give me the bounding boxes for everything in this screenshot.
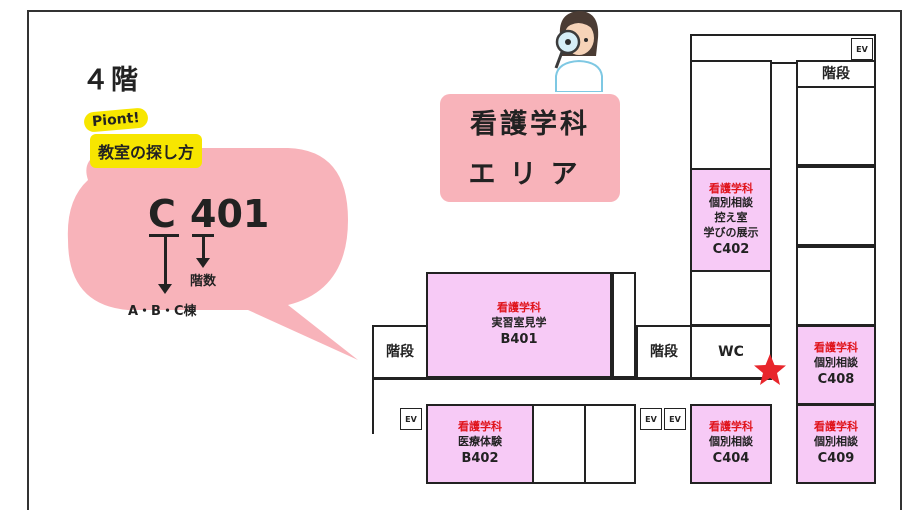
right-room-3 — [796, 246, 876, 326]
room-c408-line1: 個別相談 — [814, 356, 858, 370]
room-c404: 看護学科 個別相談 C404 — [690, 404, 772, 484]
room-c408-dept: 看護学科 — [814, 341, 858, 355]
room-b402-line1: 医療体験 — [458, 435, 502, 449]
room-c408-code: C408 — [817, 372, 855, 388]
lower-room-2 — [584, 404, 636, 484]
room-c404-line1: 個別相談 — [709, 435, 753, 449]
stairs-west: 階段 — [372, 325, 428, 379]
elevator-west: EV — [400, 408, 422, 430]
guide-heading: 教室の探し方 — [90, 134, 203, 168]
stairs-center-label: 階段 — [650, 343, 678, 360]
room-c402-dept: 看護学科 — [709, 181, 753, 195]
room-b401-line1: 実習室見学 — [491, 316, 547, 330]
room-c402-line1: 個別相談 — [709, 196, 753, 210]
room-b402-code: B402 — [461, 451, 499, 467]
room-b401-code: B401 — [500, 332, 538, 348]
stairs-northeast: 階段 — [796, 60, 876, 88]
room-c402: 看護学科 個別相談 控え室 学びの展示 C402 — [690, 168, 772, 272]
right-room-1 — [796, 86, 876, 166]
area-label-line1: 看護学科 — [470, 109, 590, 140]
stairs-west-label: 階段 — [386, 343, 414, 360]
mascot-illustration — [554, 11, 603, 92]
elevator-center-1: EV — [640, 408, 662, 430]
area-label-line2: エリア — [468, 159, 592, 190]
floor-underline — [192, 234, 214, 237]
mid-left-room — [690, 270, 772, 326]
lower-room-1 — [532, 404, 586, 484]
building-arrow-head — [158, 284, 172, 294]
room-b402-dept: 看護学科 — [458, 420, 502, 434]
room-c402-code: C402 — [712, 241, 750, 257]
floor-arrow — [202, 236, 205, 258]
floor-label: 階数 — [190, 274, 217, 289]
room-c404-dept: 看護学科 — [709, 420, 753, 434]
floor-title: ４階 — [82, 65, 140, 96]
room-c402-line2: 控え室 — [714, 211, 748, 225]
room-c409: 看護学科 個別相談 C409 — [796, 404, 876, 484]
room-c409-code: C409 — [817, 451, 855, 467]
narrow-room — [612, 272, 636, 378]
building-arrow — [164, 236, 167, 284]
stairs-northeast-label: 階段 — [822, 65, 850, 82]
code-room-number: 401 — [190, 192, 270, 236]
area-label-box — [440, 94, 620, 202]
stairs-center: 階段 — [636, 325, 692, 379]
building-label: A・B・C棟 — [128, 304, 197, 319]
room-c408: 看護学科 個別相談 C408 — [796, 325, 876, 405]
building-underline — [149, 234, 179, 237]
room-b401: 看護学科 実習室見学 B401 — [426, 272, 612, 378]
elevator-northeast: EV — [851, 38, 873, 60]
room-c409-dept: 看護学科 — [814, 420, 858, 434]
elevator-center-2: EV — [664, 408, 686, 430]
wc-label: WC — [718, 343, 744, 360]
room-b402: 看護学科 医療体験 B402 — [426, 404, 534, 484]
map-frame — [27, 10, 902, 510]
floor-arrow-head — [196, 258, 210, 268]
room-c404-code: C404 — [712, 451, 750, 467]
code-building-letter: C — [148, 192, 176, 236]
guide-speech-bubble — [67, 148, 358, 360]
top-corridor — [690, 34, 876, 64]
upper-left-room — [690, 60, 772, 170]
right-room-2 — [796, 166, 876, 246]
room-c402-line3: 学びの展示 — [703, 226, 759, 240]
wc-room: WC — [690, 325, 772, 379]
current-location-star-icon — [754, 354, 786, 385]
room-c409-line1: 個別相談 — [814, 435, 858, 449]
room-b401-dept: 看護学科 — [497, 301, 541, 315]
